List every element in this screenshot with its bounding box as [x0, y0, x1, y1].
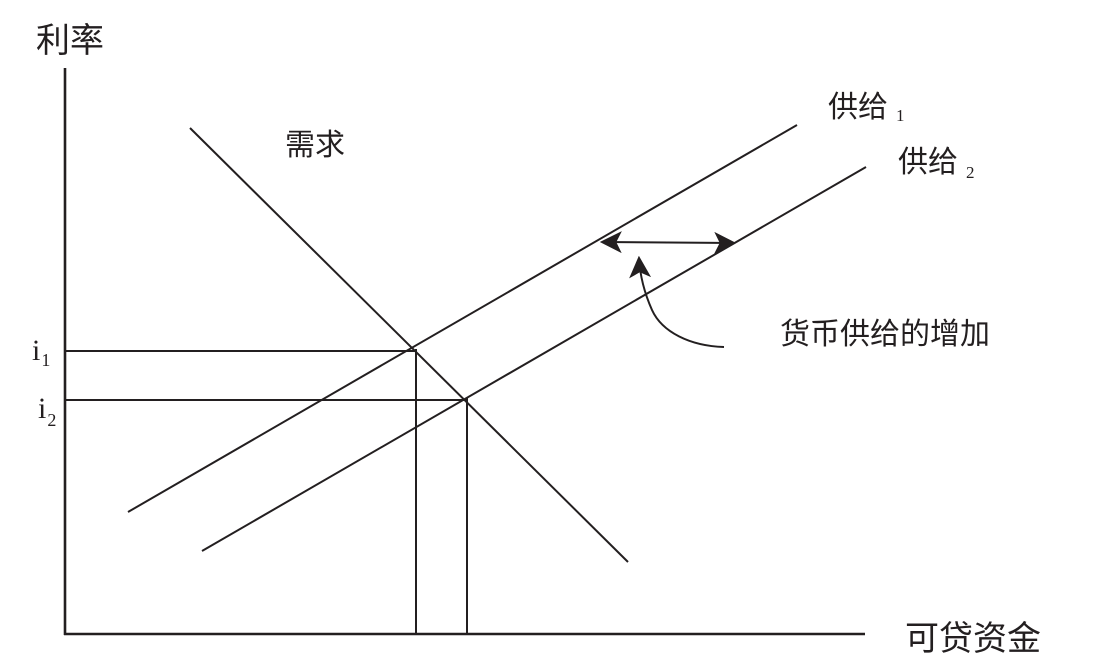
- rate-tick-i2-sub: 2: [47, 410, 56, 430]
- demand-label: 需求: [285, 128, 345, 163]
- supply1-label-subscript: 1: [896, 106, 905, 125]
- rate-tick-i2: i2: [38, 392, 56, 430]
- x-axis-title: 可贷资金: [905, 619, 1041, 659]
- supply1-label: 供给 1: [828, 90, 905, 125]
- supply2-label-subscript: 2: [966, 163, 975, 182]
- demand-curve: [189, 127, 629, 563]
- y-axis-title: 利率: [36, 21, 104, 61]
- rate-tick-i2-main: i: [38, 392, 46, 425]
- supply2-curve: [201, 166, 867, 552]
- rate-tick-i1-main: i: [32, 334, 40, 367]
- supply2-label-text: 供给: [898, 145, 958, 180]
- rate-tick-i1-sub: 1: [41, 350, 50, 370]
- supply1-label-text: 供给: [828, 90, 888, 125]
- rate-tick-i1: i1: [32, 334, 50, 370]
- shift-arrow: [599, 231, 737, 254]
- money-supply-increase-annotation: 货币供给的增加: [780, 317, 990, 352]
- supply2-label: 供给 2: [898, 145, 975, 182]
- annotation-pointer-arrow: [629, 255, 725, 348]
- supply1-curve: [127, 124, 798, 513]
